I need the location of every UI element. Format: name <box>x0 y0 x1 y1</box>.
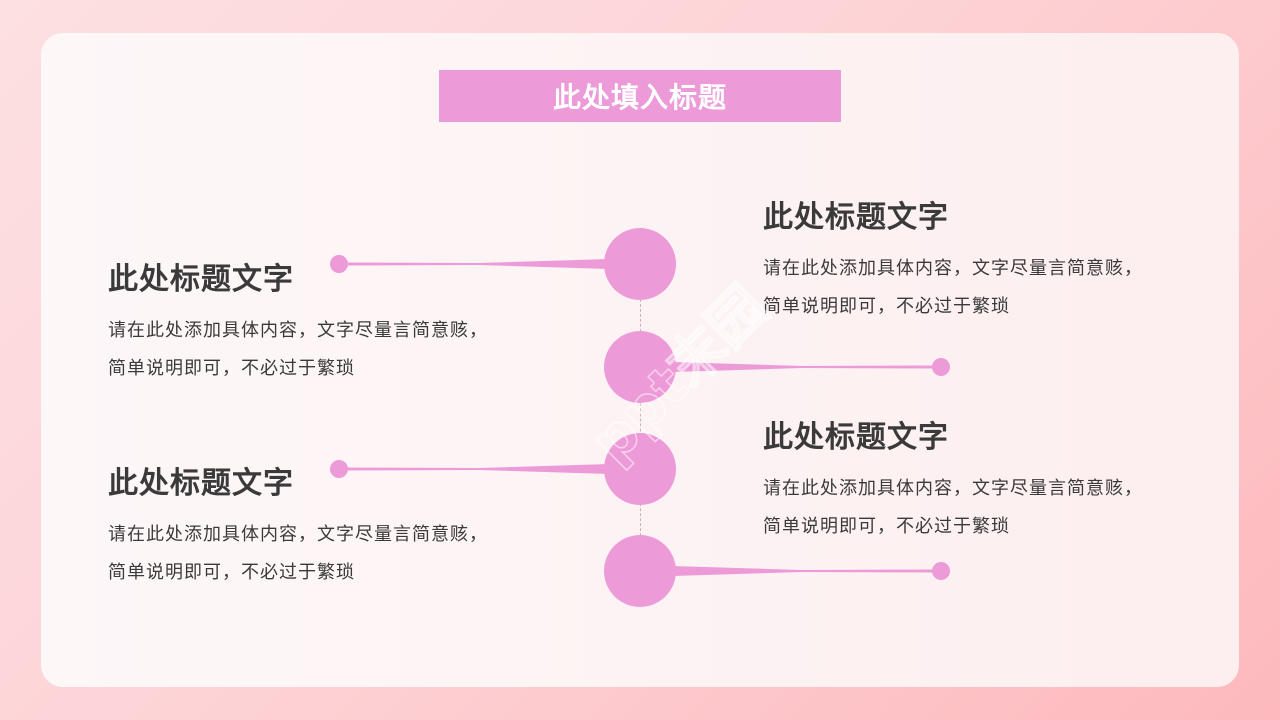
item-1-desc-line-1: 请在此处添加具体内容，文字尽量言简意赅， <box>108 320 488 341</box>
timeline-node-3 <box>604 433 676 505</box>
item-3-title: 此处标题文字 <box>108 466 294 501</box>
item-1-title: 此处标题文字 <box>108 262 294 297</box>
item-4-title: 此处标题文字 <box>763 420 949 455</box>
item-4-desc-line-1: 请在此处添加具体内容，文字尽量言简意赅， <box>763 478 1143 499</box>
item-4-desc-line-2: 简单说明即可，不必过于繁琐 <box>763 516 1010 537</box>
timeline-node-4 <box>604 535 676 607</box>
timeline-axis-dashed-line <box>640 264 641 571</box>
connector-line-1 <box>329 254 609 274</box>
connector-line-4 <box>672 561 951 581</box>
item-3-desc-line-1: 请在此处添加具体内容，文字尽量言简意赅， <box>108 524 488 545</box>
item-2-title: 此处标题文字 <box>763 200 949 235</box>
slide-title: 此处填入标题 <box>552 81 727 114</box>
item-1-description: 请在此处添加具体内容，文字尽量言简意赅， 简单说明即可，不必过于繁琐 <box>108 312 548 388</box>
item-2-desc-line-2: 简单说明即可，不必过于繁琐 <box>763 296 1010 317</box>
item-4-description: 请在此处添加具体内容，文字尽量言简意赅， 简单说明即可，不必过于繁琐 <box>763 470 1203 546</box>
timeline-node-1 <box>604 228 676 300</box>
connector-line-2 <box>672 357 951 377</box>
item-3-description: 请在此处添加具体内容，文字尽量言简意赅， 简单说明即可，不必过于繁琐 <box>108 516 548 592</box>
item-1-desc-line-2: 简单说明即可，不必过于繁琐 <box>108 358 355 379</box>
connector-line-3 <box>329 459 609 479</box>
item-2-desc-line-1: 请在此处添加具体内容，文字尽量言简意赅， <box>763 258 1143 279</box>
slide-title-banner: 此处填入标题 <box>439 70 841 122</box>
item-3-desc-line-2: 简单说明即可，不必过于繁琐 <box>108 562 355 583</box>
item-2-description: 请在此处添加具体内容，文字尽量言简意赅， 简单说明即可，不必过于繁琐 <box>763 250 1203 326</box>
timeline-node-2 <box>604 331 676 403</box>
